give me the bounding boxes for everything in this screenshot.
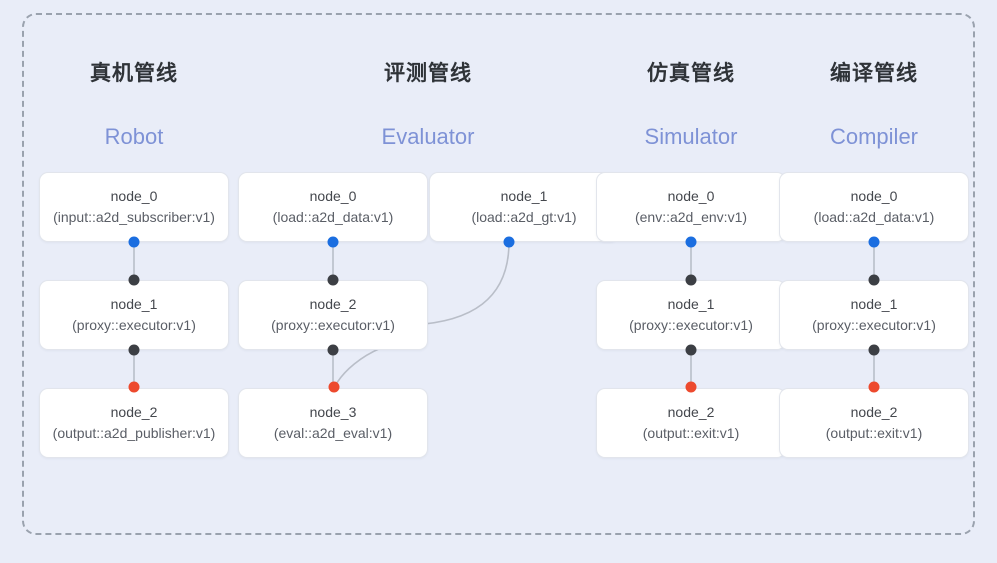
node-evaluator-2[interactable]: node_2 (proxy::executor:v1) — [238, 280, 428, 350]
port-dot-output-simulator-2[interactable] — [685, 381, 697, 393]
node-name: node_1 — [500, 188, 548, 204]
diagram-dashed-frame — [22, 13, 975, 535]
pipeline-evaluator: 评测管线 Evaluator node_0 (load::a2d_data:v1… — [238, 0, 619, 563]
pipeline-title-en-compiler: Compiler — [829, 124, 919, 149]
node-name: node_0 — [850, 188, 898, 204]
port-dot-internal-compiler-1-in[interactable] — [868, 274, 880, 286]
node-simulator-2[interactable]: node_2 (output::exit:v1) — [596, 388, 786, 458]
port-dot-input-robot-0[interactable] — [128, 236, 140, 248]
pipeline-title-cn-evaluator: 评测管线 — [384, 62, 472, 85]
port-dot-internal-robot-1-out[interactable] — [128, 344, 140, 356]
node-evaluator-1[interactable]: node_1 (load::a2d_gt:v1) — [429, 172, 619, 242]
node-name: node_2 — [110, 404, 158, 420]
pipeline-simulator: 仿真管线 Simulator node_0 (env::a2d_env:v1) … — [596, 0, 786, 563]
node-robot-2[interactable]: node_2 (output::a2d_publisher:v1) — [39, 388, 229, 458]
node-type: (proxy::executor:v1) — [271, 317, 395, 333]
pipeline-title-en-evaluator: Evaluator — [381, 124, 475, 149]
port-dot-input-simulator-0[interactable] — [685, 236, 697, 248]
pipeline-title-en-robot: Robot — [104, 124, 164, 149]
pipeline-compiler: 编译管线 Compiler node_0 (load::a2d_data:v1)… — [779, 0, 969, 563]
node-name: node_0 — [309, 188, 357, 204]
port-dot-output-compiler-2[interactable] — [868, 381, 880, 393]
node-name: node_3 — [309, 404, 357, 420]
node-compiler-0[interactable]: node_0 (load::a2d_data:v1) — [779, 172, 969, 242]
port-dot-input-compiler-0[interactable] — [868, 236, 880, 248]
port-dot-internal-compiler-1-out[interactable] — [868, 344, 880, 356]
node-name: node_1 — [850, 296, 898, 312]
port-dot-input-evaluator-0[interactable] — [327, 236, 339, 248]
port-dot-internal-robot-1-in[interactable] — [128, 274, 140, 286]
node-type: (proxy::executor:v1) — [812, 317, 936, 333]
node-compiler-2[interactable]: node_2 (output::exit:v1) — [779, 388, 969, 458]
port-dot-internal-simulator-1-out[interactable] — [685, 344, 697, 356]
pipeline-title-cn-compiler: 编译管线 — [830, 62, 918, 85]
port-dot-internal-evaluator-2-out[interactable] — [327, 344, 339, 356]
node-name: node_2 — [309, 296, 357, 312]
node-type: (load::a2d_gt:v1) — [471, 209, 577, 225]
pipeline-title-en-simulator: Simulator — [644, 124, 738, 149]
port-dot-internal-simulator-1-in[interactable] — [685, 274, 697, 286]
node-type: (proxy::executor:v1) — [629, 317, 753, 333]
node-name: node_1 — [110, 296, 158, 312]
node-simulator-0[interactable]: node_0 (env::a2d_env:v1) — [596, 172, 786, 242]
node-type: (eval::a2d_eval:v1) — [273, 425, 393, 441]
node-type: (output::exit:v1) — [825, 425, 923, 441]
node-type: (output::a2d_publisher:v1) — [52, 425, 216, 441]
node-type: (load::a2d_data:v1) — [272, 209, 394, 225]
node-robot-0[interactable]: node_0 (input::a2d_subscriber:v1) — [39, 172, 229, 242]
node-name: node_0 — [667, 188, 715, 204]
node-type: (load::a2d_data:v1) — [813, 209, 935, 225]
node-compiler-1[interactable]: node_1 (proxy::executor:v1) — [779, 280, 969, 350]
node-type: (output::exit:v1) — [642, 425, 740, 441]
port-dot-internal-evaluator-2-in[interactable] — [327, 274, 339, 286]
pipeline-robot: 真机管线 Robot node_0 (input::a2d_subscriber… — [39, 0, 229, 563]
node-simulator-1[interactable]: node_1 (proxy::executor:v1) — [596, 280, 786, 350]
pipeline-title-cn-robot: 真机管线 — [90, 62, 178, 85]
node-type: (env::a2d_env:v1) — [634, 209, 748, 225]
node-evaluator-0[interactable]: node_0 (load::a2d_data:v1) — [238, 172, 428, 242]
node-type: (input::a2d_subscriber:v1) — [53, 209, 215, 225]
node-name: node_0 — [110, 188, 158, 204]
pipeline-title-cn-simulator: 仿真管线 — [647, 62, 735, 85]
port-dot-input-evaluator-1[interactable] — [503, 236, 515, 248]
node-name: node_2 — [850, 404, 898, 420]
node-type: (proxy::executor:v1) — [72, 317, 196, 333]
node-robot-1[interactable]: node_1 (proxy::executor:v1) — [39, 280, 229, 350]
node-evaluator-3[interactable]: node_3 (eval::a2d_eval:v1) — [238, 388, 428, 458]
port-dot-output-robot-2[interactable] — [128, 381, 140, 393]
node-name: node_1 — [667, 296, 715, 312]
port-dot-output-evaluator-3[interactable] — [328, 381, 340, 393]
node-name: node_2 — [667, 404, 715, 420]
